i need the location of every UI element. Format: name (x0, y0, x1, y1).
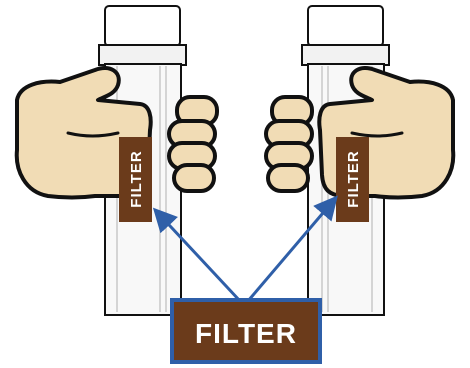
right-filter-label-text: FILTER (345, 150, 362, 207)
right-cartridge-cap (308, 6, 383, 46)
right-filter-label: FILTER (336, 137, 369, 222)
right-cartridge-collar (302, 45, 389, 65)
left-fingers (169, 97, 217, 191)
right-fingers (266, 97, 312, 191)
filter-callout-text: FILTER (195, 318, 297, 349)
left-cartridge-collar (99, 45, 186, 65)
left-filter-label: FILTER (119, 137, 152, 222)
left-cartridge-cap (105, 6, 180, 46)
left-filter-label-text: FILTER (128, 150, 145, 207)
filter-callout: FILTER (172, 300, 320, 362)
